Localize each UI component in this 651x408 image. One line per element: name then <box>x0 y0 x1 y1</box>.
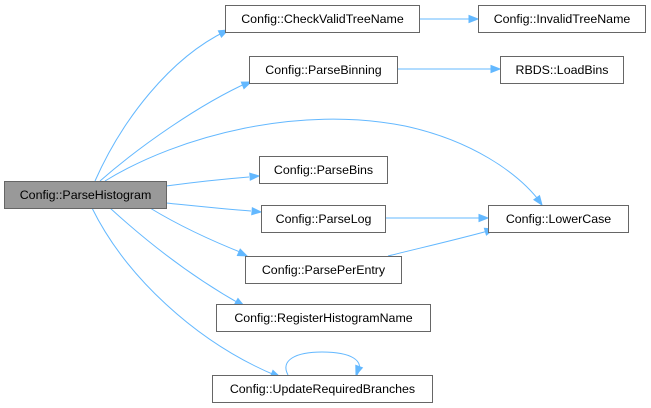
node-rbds-load-bins[interactable]: RBDS::LoadBins <box>500 56 624 84</box>
arrowhead-icon <box>236 248 249 257</box>
node-box <box>249 56 398 84</box>
node-check-valid-tree-name[interactable]: Config::CheckValidTreeName <box>225 5 420 33</box>
node-parse-per-entry[interactable]: Config::ParsePerEntry <box>245 256 402 284</box>
edge-line <box>165 202 252 212</box>
edge-line <box>285 351 360 376</box>
edge-check-valid-tree-name-to-invalid-tree-name <box>419 14 480 24</box>
arrowhead-icon <box>251 206 263 216</box>
node-label: Config::ParseBins <box>274 163 373 177</box>
node-parse-histogram[interactable]: Config::ParseHistogram <box>4 181 167 209</box>
edge-line <box>165 176 250 187</box>
node-label: Config::UpdateRequiredBranches <box>230 382 415 396</box>
node-label: Config::LowerCase <box>506 212 611 226</box>
node-box <box>488 205 629 233</box>
edge-parse-log-to-lower-case <box>385 213 490 223</box>
node-label: RBDS::LoadBins <box>516 63 609 77</box>
node-parse-binning[interactable]: Config::ParseBinning <box>249 56 398 84</box>
node-invalid-tree-name[interactable]: Config::InvalidTreeName <box>478 5 646 33</box>
node-box <box>478 5 646 33</box>
edge-line <box>99 81 250 182</box>
edge-line <box>94 30 227 182</box>
edge-parse-histogram-to-parse-log <box>165 202 263 216</box>
edge-line <box>104 118 542 204</box>
arrowhead-icon <box>478 213 490 223</box>
node-lower-case[interactable]: Config::LowerCase <box>488 205 629 233</box>
arrowhead-icon <box>249 172 261 181</box>
node-label: Config::ParseLog <box>276 212 372 226</box>
edge-parse-histogram-to-update-required-branches <box>91 207 282 378</box>
node-box <box>259 156 388 184</box>
edge-parse-histogram-to-parse-per-entry <box>149 207 249 257</box>
node-label: Config::ParseHistogram <box>20 188 152 202</box>
arrowhead-icon <box>240 81 253 90</box>
edge-update-required-branches-to-update-required-branches <box>285 351 364 377</box>
node-box <box>212 375 433 403</box>
node-parse-bins[interactable]: Config::ParseBins <box>259 156 388 184</box>
edge-line <box>91 207 278 377</box>
node-label: Config::CheckValidTreeName <box>241 12 404 26</box>
arrowhead-icon <box>355 364 364 377</box>
node-label: Config::ParseBinning <box>265 63 382 77</box>
edge-parse-per-entry-to-lower-case <box>387 227 496 257</box>
edge-line <box>109 207 243 306</box>
node-parse-log[interactable]: Config::ParseLog <box>261 205 386 233</box>
arrowhead-icon <box>532 194 543 207</box>
edges-layer <box>91 14 543 378</box>
node-update-required-branches[interactable]: Config::UpdateRequiredBranches <box>212 375 433 403</box>
node-box <box>245 256 402 284</box>
edge-line <box>149 207 246 255</box>
node-box <box>500 56 624 84</box>
arrowhead-icon <box>490 64 502 74</box>
node-label: Config::InvalidTreeName <box>494 12 631 26</box>
edge-parse-binning-to-rbds-load-bins <box>397 64 502 74</box>
node-box <box>225 5 420 33</box>
node-box <box>261 205 386 233</box>
node-box <box>4 181 167 209</box>
edge-parse-histogram-to-lower-case <box>104 118 543 207</box>
node-box <box>216 304 431 332</box>
nodes-layer: Config::ParseHistogram Config::CheckValid… <box>4 5 646 403</box>
edge-parse-histogram-to-parse-bins <box>165 172 261 187</box>
edge-line <box>387 230 489 257</box>
edge-parse-histogram-to-check-valid-tree-name <box>94 29 230 182</box>
node-label: Config::ParsePerEntry <box>262 263 386 277</box>
arrowhead-icon <box>468 14 480 24</box>
edge-parse-histogram-to-parse-binning <box>99 81 253 182</box>
node-label: Config::RegisterHistogramName <box>234 311 412 325</box>
node-register-histogram-name[interactable]: Config::RegisterHistogramName <box>216 304 431 332</box>
